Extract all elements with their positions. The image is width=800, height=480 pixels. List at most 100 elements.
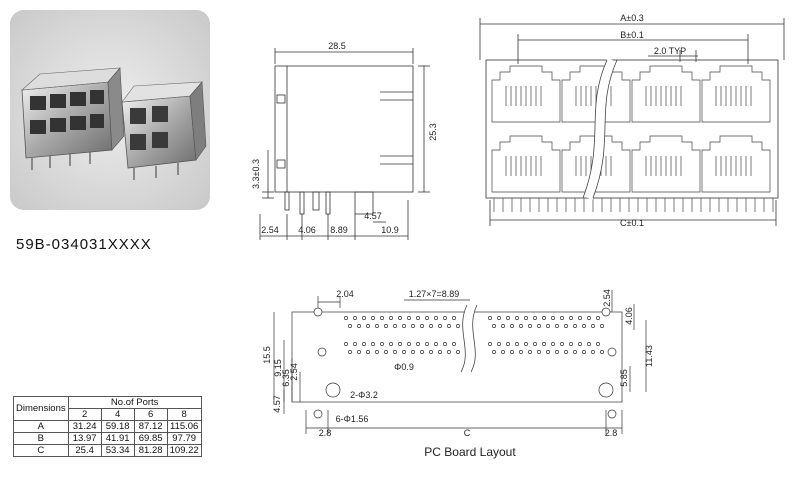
pcb-dim-2-54-left: 2.54 — [289, 363, 299, 381]
pcb-hole — [425, 316, 429, 320]
pcb-hole — [596, 316, 600, 320]
dimension-header: Dimensions — [13, 396, 69, 421]
dim-10-9: 10.9 — [381, 225, 399, 235]
pcb-hole — [560, 316, 564, 320]
pcb-dim-2-8-right: 2.8 — [605, 428, 618, 438]
pcb-hole — [501, 350, 505, 354]
pcb-hole — [429, 324, 433, 328]
ports-header: No.of Ports — [67, 396, 202, 409]
pcb-hole — [578, 316, 582, 320]
pcb-hole — [353, 316, 357, 320]
pcb-hole — [443, 316, 447, 320]
pcb-dim-2-04: 2.04 — [336, 289, 354, 299]
table-cell: 97.79 — [166, 432, 202, 445]
table-cell: 115.06 — [166, 420, 202, 433]
pcb-hole — [582, 350, 586, 354]
pcb-hole-0-9: Φ0.9 — [394, 362, 414, 372]
pcb-hole — [362, 316, 366, 320]
pcb-hole — [438, 350, 442, 354]
rj45-port-outline — [561, 65, 631, 123]
table-cell: 69.85 — [133, 432, 168, 445]
pcb-hole — [348, 350, 352, 354]
row-label: A — [13, 420, 69, 433]
pcb-hole — [560, 342, 564, 346]
dim-2-54: 2.54 — [261, 225, 279, 235]
pcb-hole — [555, 324, 559, 328]
pcb-hole — [488, 316, 492, 320]
pcb-hole — [537, 324, 541, 328]
pcb-hole — [344, 316, 348, 320]
dim-a: A±0.3 — [620, 13, 643, 23]
port-count-8: 8 — [166, 408, 202, 421]
pcb-hole — [407, 342, 411, 346]
pcb-hole — [569, 316, 573, 320]
row-label: B — [13, 432, 69, 445]
table-cell: 31.24 — [67, 420, 102, 433]
pcb-hole — [506, 316, 510, 320]
pcb-hole — [551, 342, 555, 346]
pcb-hole — [600, 350, 604, 354]
pcb-hole — [371, 316, 375, 320]
pcb-hole — [555, 350, 559, 354]
pcb-hole — [573, 350, 577, 354]
pcb-hole — [524, 316, 528, 320]
pcb-hole — [420, 324, 424, 328]
pcb-hole — [402, 324, 406, 328]
pcb-dim-2-8-left: 2.8 — [319, 428, 332, 438]
pcb-hole — [357, 350, 361, 354]
pcb-hole — [600, 324, 604, 328]
table-cell: 59.18 — [100, 420, 135, 433]
pcb-hole — [542, 342, 546, 346]
dim-width: 28.5 — [328, 41, 346, 51]
pcb-hole — [456, 350, 460, 354]
pcb-hole — [519, 350, 523, 354]
pcb-hole — [524, 342, 528, 346]
pcb-dim-c: C — [464, 428, 471, 438]
model-number: 59B-034031XXXX — [16, 236, 152, 253]
pcb-hole — [587, 342, 591, 346]
pcb-hole — [578, 342, 582, 346]
pcb-hole — [371, 342, 375, 346]
dim-pin-height: 3.3±0.3 — [251, 159, 261, 189]
pcb-hole — [447, 324, 451, 328]
table-cell: 13.97 — [67, 432, 102, 445]
pcb-hole — [591, 324, 595, 328]
dim-8-89: 8.89 — [330, 225, 348, 235]
pcb-hole — [438, 324, 442, 328]
pcb-hole — [366, 350, 370, 354]
pcb-layout-title: PC Board Layout — [424, 445, 516, 459]
rj45-port-outline — [631, 65, 701, 123]
pcb-hole — [587, 316, 591, 320]
pcb-hole — [582, 324, 586, 328]
dim-pitch: 2.0 TYP — [654, 46, 686, 56]
dim-c: C±0.1 — [620, 218, 644, 228]
table-cell: 87.12 — [133, 420, 168, 433]
pcb-dim-4-57: 4.57 — [272, 395, 282, 413]
pcb-hole — [573, 324, 577, 328]
table-cell: 25.4 — [67, 444, 102, 457]
pcb-hole — [510, 350, 514, 354]
pcb-hole — [429, 350, 433, 354]
dim-b: B±0.1 — [620, 30, 643, 40]
pcb-hole — [546, 350, 550, 354]
pcb-hole — [506, 342, 510, 346]
rj45-port-outline — [561, 135, 631, 193]
dim-height: 25.3 — [428, 123, 438, 141]
pcb-hole — [434, 342, 438, 346]
pcb-hole — [492, 350, 496, 354]
pcb-hole-grid — [344, 316, 604, 354]
dim-4-06: 4.06 — [298, 225, 316, 235]
pcb-hole — [425, 342, 429, 346]
rj45-port-outline — [491, 135, 561, 193]
port-count-6: 6 — [133, 408, 168, 421]
pcb-hole — [402, 350, 406, 354]
pcb-dim-2-54-top: 2.54 — [602, 289, 612, 307]
pcb-hole — [447, 350, 451, 354]
pcb-hole — [528, 324, 532, 328]
pcb-dim-6-35: 6.35 — [281, 369, 291, 387]
port-count-4: 4 — [100, 408, 135, 421]
pcb-hole — [375, 324, 379, 328]
pcb-hole — [348, 324, 352, 328]
rj45-port-outline — [701, 65, 771, 123]
pcb-hole — [542, 316, 546, 320]
